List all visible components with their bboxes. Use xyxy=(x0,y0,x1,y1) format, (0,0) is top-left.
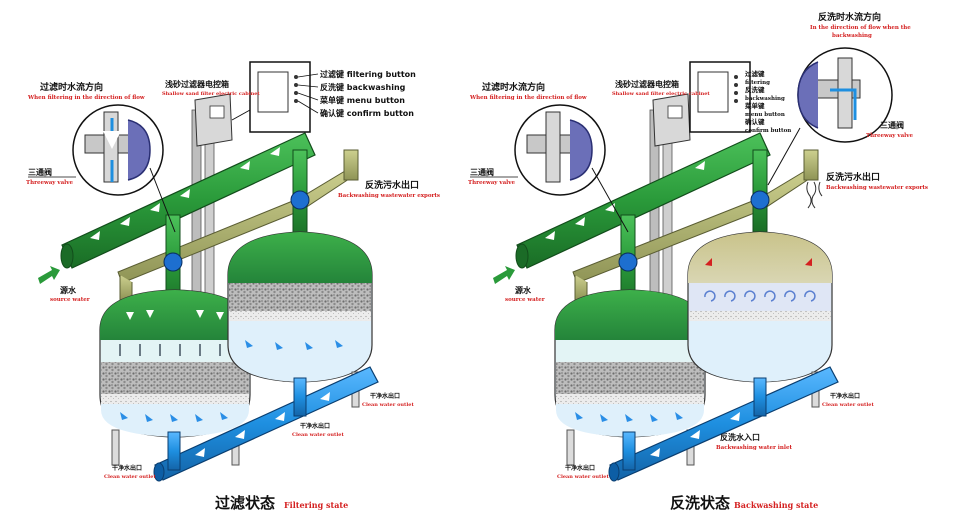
menu-button-label: 菜单键 menu button xyxy=(319,95,405,105)
filtering-button-label: 过滤键 filtering button xyxy=(320,69,416,79)
cabinet-label-cn: 浅砂过滤器电控箱 xyxy=(165,79,229,89)
menu-button-label: 菜单键 xyxy=(744,101,765,110)
threeway-valve-label-cn: 三通阀 xyxy=(470,167,494,177)
clean-outlet-label-en: Clean water outlet xyxy=(104,474,156,480)
backwashing-button-label: 反洗键 xyxy=(745,85,765,94)
valve-1 xyxy=(618,252,638,272)
filtering-state-title-en: Filtering state xyxy=(284,500,348,510)
confirm-button-label: 确认键 confirm button xyxy=(320,108,414,118)
backwash-outlet-label-en: Backwashing wastewater exports xyxy=(826,185,928,191)
backwash-outlet xyxy=(343,149,359,181)
clean-drop-1 xyxy=(167,431,181,471)
clean-flow-arrows xyxy=(650,412,740,457)
source-water-label-cn: 源水 xyxy=(515,285,532,295)
filter-tank-2-backwashing xyxy=(687,231,833,408)
backwashing-state-title-en: Backwashing state xyxy=(734,500,818,510)
backwashing-button-label: 反洗键 backwashing xyxy=(320,82,406,92)
filter-direction-label-cn: 过滤时水流方向 xyxy=(40,81,103,93)
clean-outlet-label-en: Clean water outlet xyxy=(557,474,609,480)
electric-cabinet xyxy=(652,93,691,147)
filter-tank-1 xyxy=(99,289,251,466)
filter-tank-1 xyxy=(554,289,706,466)
backwash-outlet xyxy=(803,149,819,181)
filter-direction-label-en: When filtering in the direction of flow xyxy=(27,95,145,101)
clean-outlet-2-label-en: Clean water outlet xyxy=(292,432,344,438)
inlet-pipe-end xyxy=(60,243,74,269)
cabinet-detail-box xyxy=(689,61,751,133)
filter-direction-label-cn: 过滤时水流方向 xyxy=(482,81,545,93)
waste-water-drips xyxy=(806,181,823,209)
clean-pipe-end xyxy=(608,462,620,482)
source-water-label-cn: 源水 xyxy=(60,285,77,295)
valve-detail-magnifier xyxy=(72,104,176,233)
threeway-valve-label-cn: 三通阀 xyxy=(28,167,52,177)
clean-outlet-label-cn: 干净水出口 xyxy=(565,464,595,472)
clean-drop-1 xyxy=(622,431,636,471)
valve-1 xyxy=(163,252,183,272)
backwash-outlet-label-cn: 反洗污水出口 xyxy=(365,179,419,191)
filtering-panel: 过滤时水流方向 When filtering in the direction … xyxy=(26,61,440,512)
source-water-label-en: source water xyxy=(505,297,545,303)
backwashing-panel: 过滤时水流方向 When filtering in the direction … xyxy=(468,11,928,512)
inlet-flow-arrows xyxy=(90,147,280,240)
cabinet-label-en: Shallow sand filter electric cabinet xyxy=(612,91,710,97)
confirm-button-label: 确认键 xyxy=(745,117,765,126)
source-arrow xyxy=(493,266,515,284)
cabinet-detail-box xyxy=(231,61,319,133)
clean-flow-arrows xyxy=(195,392,330,457)
valve-2 xyxy=(290,190,310,210)
inlet-pipe-end xyxy=(515,243,529,269)
valve-2 xyxy=(750,190,770,210)
clean-outlet-3-label-cn: 干净水出口 xyxy=(370,392,400,400)
threeway-valve-label-en: Threeway valve xyxy=(468,180,515,186)
backwash-valve-magnifier xyxy=(767,47,893,186)
cabinet-label-cn: 浅砂过滤器电控箱 xyxy=(615,79,679,89)
backwash-inlet-label-en: Backwashing water inlet xyxy=(716,445,792,451)
source-arrow xyxy=(38,266,60,284)
source-water-label-en: source water xyxy=(50,297,90,303)
backwash-direction-label-cn: 反洗时水流方向 xyxy=(818,11,881,23)
filtering-button-label-en: filtering xyxy=(745,80,770,86)
backwash-outlet-label-cn: 反洗污水出口 xyxy=(826,171,880,183)
clean-outlet-2-label-cn: 干净水出口 xyxy=(830,392,860,400)
valve-detail-magnifier xyxy=(514,104,629,233)
threeway-valve-2-label-cn: 三通阀 xyxy=(880,120,904,130)
backwash-outlet-label-en: Backwashing wastewater exports xyxy=(338,193,440,199)
backwashing-state-title-cn: 反洗状态 xyxy=(670,494,730,512)
clean-drop-2 xyxy=(753,377,767,417)
backwash-direction-label-en1: In the direction of flow when the xyxy=(810,25,911,31)
filtering-button-label: 过滤键 xyxy=(745,69,765,78)
cabinet-screen xyxy=(209,105,225,119)
clean-pipe-end xyxy=(153,462,165,482)
threeway-valve-2-label-en: Threeway valve xyxy=(866,133,913,139)
confirm-button-label-en: confirm button xyxy=(745,128,791,134)
backwash-inlet-label-cn: 反洗水入口 xyxy=(720,432,760,442)
backwashing-button-label-en: backwashing xyxy=(745,96,785,102)
filter-direction-label-en: When filtering in the direction of flow xyxy=(469,95,587,101)
clean-drop-2 xyxy=(293,377,307,417)
cabinet-screen xyxy=(667,105,683,119)
clean-outlet-label-cn: 干净水出口 xyxy=(112,464,142,472)
threeway-valve-label-en: Threeway valve xyxy=(26,180,73,186)
clean-outlet-2-label-en: Clean water outlet xyxy=(822,402,874,408)
filter-tank-2 xyxy=(227,231,373,408)
electric-cabinet xyxy=(194,93,233,147)
clean-outlet-3-label-en: Clean water outlet xyxy=(362,402,414,408)
cabinet-label-en: Shallow sand filter electric cabinet xyxy=(162,91,260,97)
menu-button-label-en: menu button xyxy=(745,112,785,118)
filtering-state-title-cn: 过滤状态 xyxy=(215,494,275,512)
clean-outlet-2-label-cn: 干净水出口 xyxy=(300,422,330,430)
backwash-direction-label-en2: backwashing xyxy=(832,33,872,39)
